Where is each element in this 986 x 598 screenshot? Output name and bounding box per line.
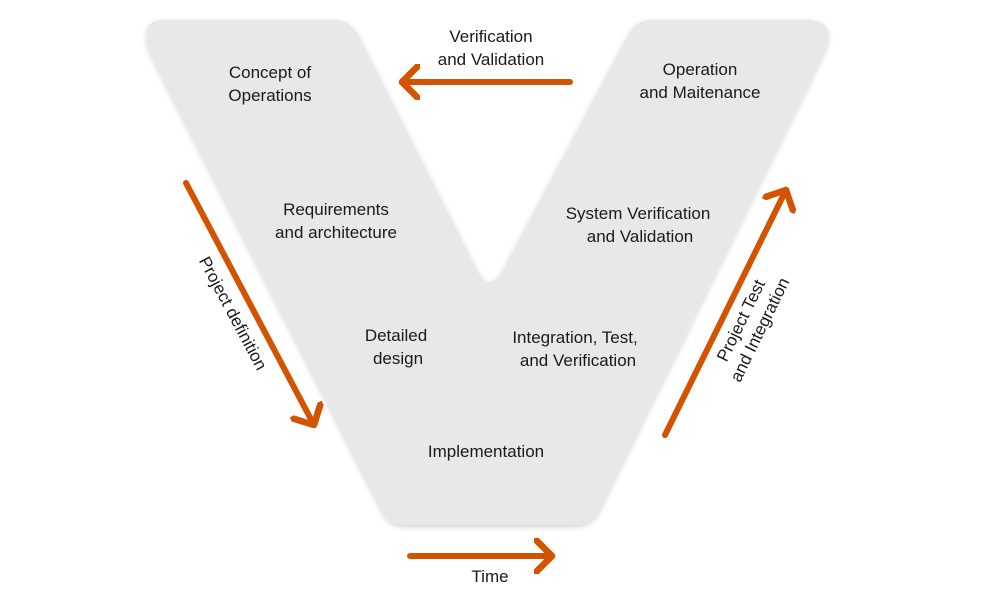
v-shape [146,20,829,525]
integration-label: Integration, Test,and Verification [512,328,637,370]
time-label: Time [471,567,508,586]
project-definition-arrow [183,180,314,425]
project-test-arrow [662,190,786,438]
implementation-label: Implementation [428,442,544,461]
